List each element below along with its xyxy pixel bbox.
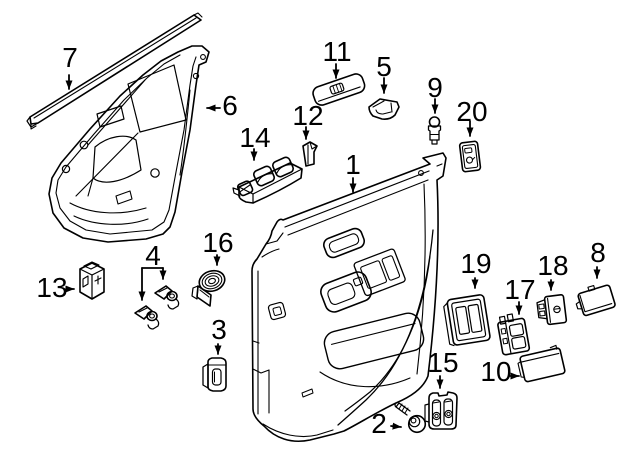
- callout-9-label: 9: [427, 72, 443, 103]
- part-2-screw-drawing: [394, 402, 427, 434]
- part-5-clip-drawing: [368, 98, 400, 120]
- callout-11-label: 11: [322, 36, 352, 67]
- part-6-water-shield-drawing: [48, 45, 210, 243]
- callout-13-label: 13: [36, 272, 68, 303]
- part-20-retainer-drawing: [458, 140, 482, 173]
- part-8-trim-cover-drawing: [575, 284, 616, 317]
- part-1-door-trim-panel-drawing: [251, 152, 447, 442]
- part-13-retainer-drawing: [79, 261, 105, 300]
- part-9-bulb-socket-drawing: [427, 116, 442, 145]
- callout-15-label: 15: [427, 347, 459, 378]
- callout-20-label: 20: [456, 96, 488, 127]
- callout-3-label: 3: [211, 314, 227, 345]
- part-18-clip-drawing: [536, 294, 568, 326]
- callout-5-label: 5: [376, 51, 392, 82]
- callout-18-label: 18: [537, 250, 569, 281]
- callout-19-label: 19: [460, 248, 492, 279]
- part-15-latch-bracket-drawing: [424, 391, 458, 430]
- callout-16-label: 16: [202, 227, 234, 258]
- callout-4-label: 4: [145, 240, 161, 271]
- part-10-cover-cap-drawing: [517, 344, 566, 383]
- part-16-grommet-drawing: [191, 269, 226, 307]
- part-19-switch-bezel-drawing: [443, 294, 491, 347]
- part-14-window-switch-drawing: [232, 156, 303, 204]
- callout-10-label: 10: [480, 356, 512, 387]
- callout-12-label: 12: [292, 100, 324, 131]
- callout-17-label: 17: [504, 274, 536, 305]
- callout-arrows: [65, 63, 601, 430]
- part-7-belt-weatherstrip-drawing: [26, 12, 203, 130]
- callout-14-label: 14: [239, 122, 271, 153]
- callout-1-label: 1: [345, 149, 361, 180]
- callout-2-arrow: [390, 422, 402, 430]
- callout-6-label: 6: [222, 90, 238, 121]
- callout-8-label: 8: [590, 237, 606, 268]
- part-11-cover-plate-drawing: [312, 73, 366, 106]
- part-17-switch-drawing: [497, 313, 531, 356]
- callout-7-label: 7: [62, 42, 78, 73]
- part-12-clip-drawing: [302, 141, 318, 167]
- callout-2-label: 2: [371, 408, 387, 439]
- part-3-clip-drawing: [202, 357, 227, 392]
- part-4-retainer-clips-drawing: [134, 285, 180, 330]
